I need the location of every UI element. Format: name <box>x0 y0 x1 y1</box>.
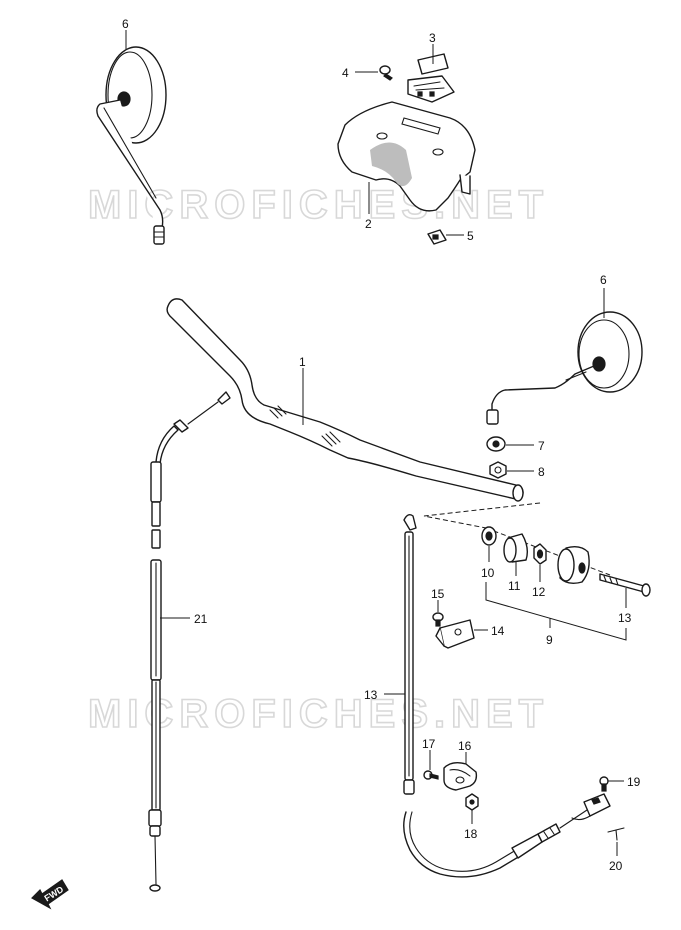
label-19: 18 <box>464 827 478 841</box>
rubber-11 <box>503 533 529 563</box>
watermark-bottom: MICROFICHES.NET <box>88 692 549 736</box>
label-3: 3 <box>429 31 436 45</box>
label-16: 15 <box>431 587 445 601</box>
nut-19 <box>465 793 479 811</box>
clamp-15 <box>435 619 475 649</box>
label-14: 13 <box>364 688 378 702</box>
label-15: 14 <box>491 624 505 638</box>
label-21: 20 <box>609 859 623 873</box>
pin-21 <box>607 827 625 841</box>
label-8: 8 <box>538 465 545 479</box>
screw-20 <box>599 776 609 792</box>
label-12: 12 <box>532 585 546 599</box>
nut-12 <box>533 543 547 565</box>
bar-end-weight <box>557 545 590 585</box>
label-20: 19 <box>627 775 641 789</box>
handlebar-cover <box>337 101 476 212</box>
group-bracket-9 <box>485 582 627 641</box>
nut-5 <box>427 229 447 245</box>
clamp-17 <box>443 761 478 791</box>
label-18: 17 <box>422 737 436 751</box>
cable-22 <box>148 391 231 892</box>
bolt-13 <box>599 573 651 597</box>
screw-18 <box>423 770 439 780</box>
label-5: 5 <box>467 229 474 243</box>
switch-assembly <box>571 793 611 821</box>
label-4: 4 <box>342 66 349 80</box>
handlebar <box>166 298 524 502</box>
label-6-left: 6 <box>122 17 129 31</box>
label-22: 21 <box>194 612 208 626</box>
forward-direction-badge: FWD <box>31 879 69 910</box>
indicator-panel <box>407 53 455 103</box>
throttle-cable-14 <box>403 513 591 878</box>
label-6-right: 6 <box>600 273 607 287</box>
mirror-adapter-7 <box>486 436 506 452</box>
label-13: 13 <box>618 611 632 625</box>
left-mirror <box>96 46 167 245</box>
screw-4 <box>379 65 393 81</box>
collar-10 <box>481 526 497 546</box>
mirror-nut-8 <box>489 461 507 479</box>
label-2: 2 <box>365 217 372 231</box>
label-1: 1 <box>299 355 306 369</box>
label-9: 9 <box>546 633 553 647</box>
label-10: 10 <box>481 566 495 580</box>
label-7: 7 <box>538 439 545 453</box>
label-17: 16 <box>458 739 472 753</box>
right-mirror <box>486 311 643 425</box>
assembly-line <box>423 502 541 529</box>
screw-16 <box>432 612 444 627</box>
label-11: 11 <box>508 579 521 593</box>
